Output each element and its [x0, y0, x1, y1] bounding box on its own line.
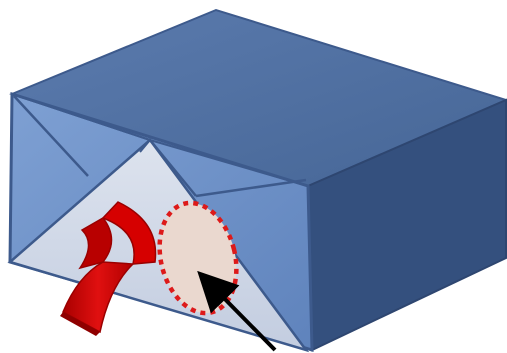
curved-strip-mid: [78, 217, 113, 270]
curved-strip-lower: [62, 261, 135, 334]
curved-strip-bottom-dark: [60, 312, 100, 336]
crease-diagonal-upper: [11, 93, 151, 141]
crease-inner-a: [13, 95, 89, 177]
crease-inner-d: [139, 139, 151, 153]
arrow-icon: [197, 270, 277, 352]
crease-right-top: [149, 139, 309, 187]
crease-inner-c: [195, 178, 307, 198]
crease-inner-b: [149, 139, 197, 197]
curved-strip: [101, 201, 157, 265]
